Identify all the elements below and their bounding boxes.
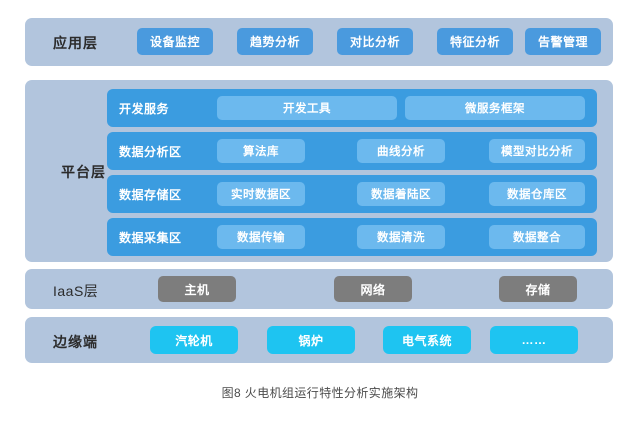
iaas-layer-container: IaaS层 主机 网络 存储 — [25, 269, 613, 309]
platform-layer-container: 平台层 开发服务 开发工具 微服务框架 数据分析区 算法库 曲线分析 模型对比分… — [25, 80, 613, 262]
app-chip-feature-analysis[interactable]: 特征分析 — [437, 28, 513, 55]
platform-row-label-data-analysis: 数据分析区 — [119, 145, 182, 159]
platform-chip-data-transmission[interactable]: 数据传输 — [217, 225, 305, 249]
platform-row-label-data-collection: 数据采集区 — [119, 231, 182, 245]
application-layer-label: 应用层 — [53, 35, 98, 51]
app-chip-comparison-analysis[interactable]: 对比分析 — [337, 28, 413, 55]
figure-caption: 图8 火电机组运行特性分析实施架构 — [221, 386, 419, 400]
app-chip-device-monitoring[interactable]: 设备监控 — [137, 28, 213, 55]
platform-chip-microservice-framework[interactable]: 微服务框架 — [405, 96, 585, 120]
platform-row-label-dev-services: 开发服务 — [119, 102, 170, 116]
platform-chip-data-integration[interactable]: 数据整合 — [489, 225, 585, 249]
iaas-layer-label: IaaS层 — [53, 283, 99, 299]
platform-row-data-collection: 数据采集区 数据传输 数据清洗 数据整合 — [107, 218, 597, 256]
iaas-chip-network[interactable]: 网络 — [334, 276, 412, 302]
edge-chip-electrical-system[interactable]: 电气系统 — [383, 326, 471, 354]
platform-chip-realtime-data-zone[interactable]: 实时数据区 — [217, 182, 305, 206]
iaas-chip-storage[interactable]: 存储 — [499, 276, 577, 302]
edge-chip-boiler[interactable]: 锅炉 — [267, 326, 355, 354]
edge-layer-container: 边缘端 汽轮机 锅炉 电气系统 …… — [25, 317, 613, 363]
iaas-chip-host[interactable]: 主机 — [158, 276, 236, 302]
application-layer-container: 应用层 设备监控 趋势分析 对比分析 特征分析 告警管理 — [25, 18, 613, 66]
edge-chip-steam-turbine[interactable]: 汽轮机 — [150, 326, 238, 354]
platform-row-label-data-storage: 数据存储区 — [119, 188, 182, 202]
platform-chip-curve-analysis[interactable]: 曲线分析 — [357, 139, 445, 163]
platform-chip-data-landing-zone[interactable]: 数据着陆区 — [357, 182, 445, 206]
platform-row-dev-services: 开发服务 开发工具 微服务框架 — [107, 89, 597, 127]
app-chip-trend-analysis[interactable]: 趋势分析 — [237, 28, 313, 55]
edge-chip-ellipsis[interactable]: …… — [490, 326, 578, 354]
platform-chip-dev-tools[interactable]: 开发工具 — [217, 96, 397, 120]
platform-row-data-analysis: 数据分析区 算法库 曲线分析 模型对比分析 — [107, 132, 597, 170]
platform-chip-model-comparison-analysis[interactable]: 模型对比分析 — [489, 139, 585, 163]
edge-layer-label: 边缘端 — [53, 334, 98, 350]
platform-row-data-storage: 数据存储区 实时数据区 数据着陆区 数据仓库区 — [107, 175, 597, 213]
platform-layer-label: 平台层 — [61, 164, 106, 180]
app-chip-alarm-management[interactable]: 告警管理 — [525, 28, 601, 55]
platform-chip-algorithm-library[interactable]: 算法库 — [217, 139, 305, 163]
platform-chip-data-warehouse-zone[interactable]: 数据仓库区 — [489, 182, 585, 206]
platform-chip-data-cleaning[interactable]: 数据清洗 — [357, 225, 445, 249]
